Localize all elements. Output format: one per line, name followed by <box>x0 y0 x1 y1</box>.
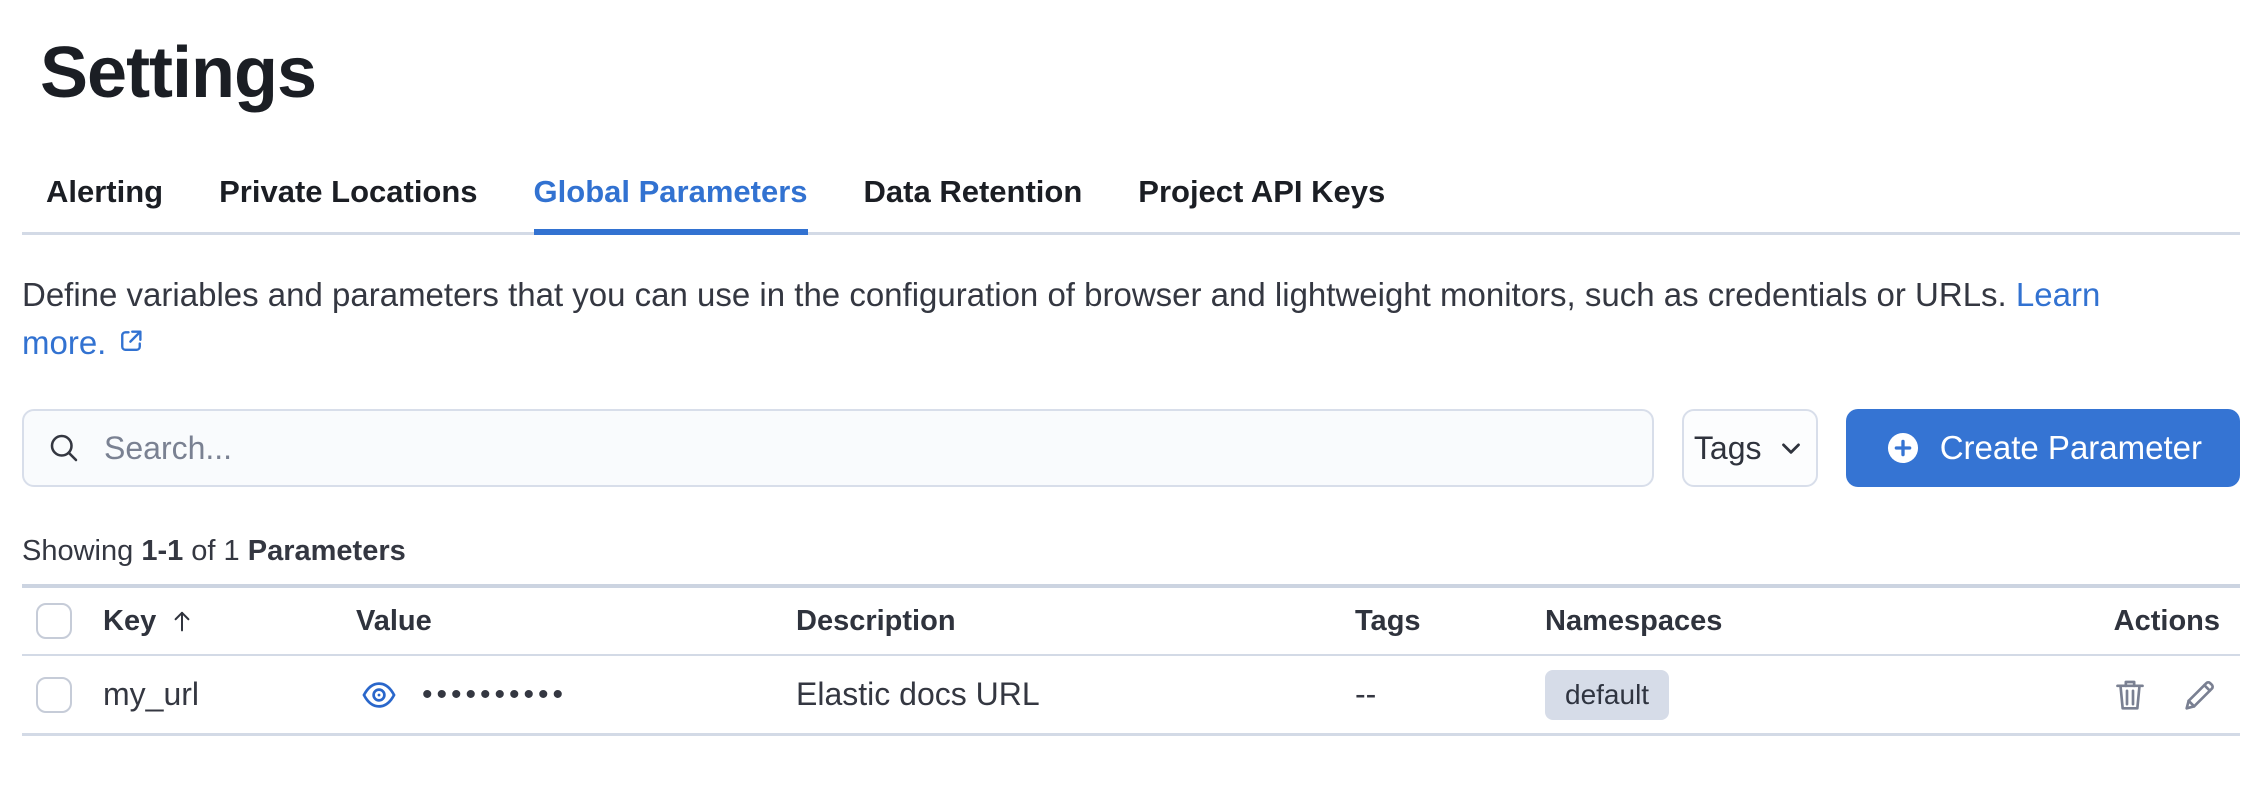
parameter-tags: -- <box>1355 676 1377 712</box>
page-description: Define variables and parameters that you… <box>22 271 2162 367</box>
description-text: Define variables and parameters that you… <box>22 276 2007 313</box>
create-parameter-label: Create Parameter <box>1939 429 2202 466</box>
tab-private-locations[interactable]: Private Locations <box>219 174 478 209</box>
table-header-row: Key Value Description Tags Namespaces Ac… <box>22 584 2240 656</box>
learn-more-link[interactable]: Learn more. <box>22 276 2101 361</box>
parameter-key: my_url <box>103 676 200 712</box>
results-entity: Parameters <box>247 535 406 567</box>
parameters-table: Key Value Description Tags Namespaces Ac… <box>22 584 2240 736</box>
edit-parameter-button[interactable] <box>2180 675 2220 715</box>
search-field <box>22 409 1654 487</box>
parameters-toolbar: Tags Create Parameter <box>22 409 2240 487</box>
settings-tabs: Alerting Private Locations Global Parame… <box>22 174 2240 235</box>
column-header-tags: Tags <box>1355 604 1421 637</box>
column-header-actions: Actions <box>2113 604 2220 637</box>
header-checkbox-cell <box>22 603 103 639</box>
namespace-badge: default <box>1545 669 1670 720</box>
trash-icon <box>2116 680 2144 710</box>
delete-parameter-button[interactable] <box>2110 675 2150 715</box>
tab-alerting[interactable]: Alerting <box>46 174 164 209</box>
tab-global-parameters[interactable]: Global Parameters <box>533 174 808 235</box>
eye-icon <box>362 681 396 708</box>
search-icon <box>50 434 78 462</box>
tags-filter-button[interactable]: Tags <box>1681 409 1818 487</box>
sort-ascending-icon <box>174 611 190 632</box>
tab-data-retention[interactable]: Data Retention <box>863 174 1083 209</box>
results-range: 1-1 <box>141 535 184 567</box>
parameter-value-cell: •••••••••• <box>356 676 796 714</box>
settings-page: Settings Alerting Private Locations Glob… <box>22 34 2240 736</box>
reveal-value-button[interactable] <box>360 676 398 714</box>
create-parameter-button[interactable]: Create Parameter <box>1845 409 2240 487</box>
row-actions <box>1940 675 2240 715</box>
tags-filter-label: Tags <box>1693 429 1762 466</box>
row-checkbox-cell <box>22 676 103 713</box>
masked-value: •••••••••• <box>422 677 568 711</box>
column-header-description: Description <box>796 604 956 637</box>
column-header-namespaces: Namespaces <box>1545 604 1723 637</box>
row-checkbox[interactable] <box>36 676 72 713</box>
column-header-key[interactable]: Key <box>103 605 356 638</box>
search-input[interactable] <box>22 409 1654 487</box>
chevron-down-icon <box>1781 443 1800 454</box>
column-header-value: Value <box>356 604 432 637</box>
table-row: my_url •••••••••• Elastic docs URL -- de… <box>22 656 2240 736</box>
parameter-description: Elastic docs URL <box>796 676 1040 712</box>
tab-project-api-keys[interactable]: Project API Keys <box>1138 174 1386 209</box>
results-summary: Showing 1-1 of 1 Parameters <box>22 535 406 567</box>
select-all-checkbox[interactable] <box>36 603 72 639</box>
pencil-icon <box>2185 680 2214 710</box>
page-title: Settings <box>40 33 317 113</box>
external-link-icon <box>121 330 142 351</box>
parameter-namespaces-cell: default <box>1545 669 1940 720</box>
plus-in-circle-icon <box>1887 432 1918 464</box>
